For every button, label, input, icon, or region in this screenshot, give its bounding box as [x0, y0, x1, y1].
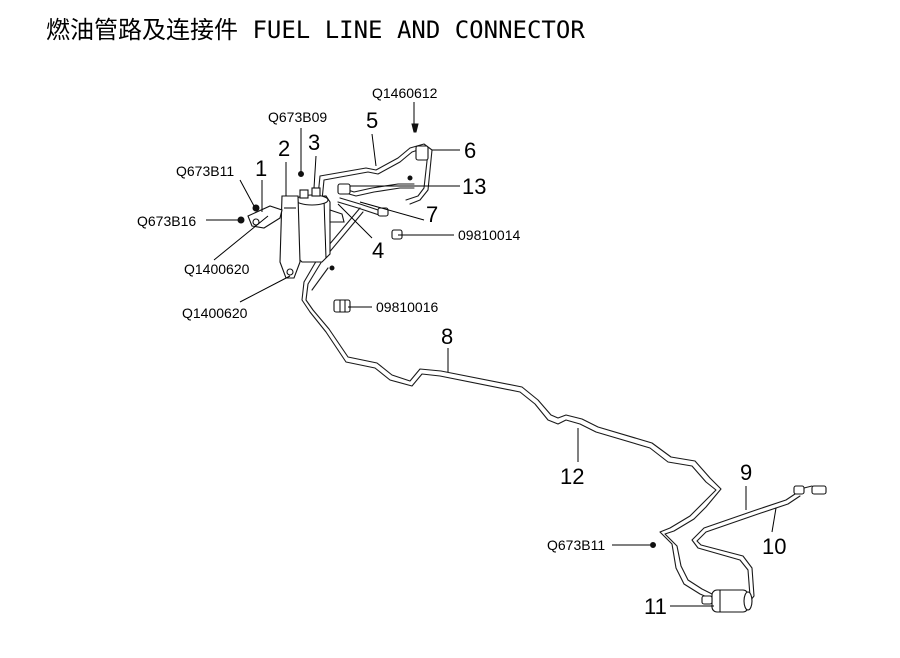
- canister-bracket: [279, 195, 301, 279]
- callout-labels: Q1460612 Q673B09 Q673B11 Q673B16 Q140062…: [137, 85, 786, 619]
- label-q673b11-top: Q673B11: [176, 163, 234, 179]
- callout-5: 5: [366, 108, 378, 133]
- vapor-line-13: [337, 183, 415, 197]
- screw: [411, 123, 419, 133]
- clip-1: [247, 205, 283, 229]
- vapor-line-clip: [415, 145, 429, 161]
- label-q673b09: Q673B09: [268, 109, 327, 125]
- label-q1460612: Q1460612: [372, 85, 438, 101]
- label-q1400620-lower: Q1400620: [182, 305, 248, 321]
- vapor-lines-5-6: [317, 143, 433, 205]
- callout-4: 4: [372, 238, 384, 263]
- label-q673b16: Q673B16: [137, 213, 196, 229]
- bolt: [298, 171, 304, 177]
- callout-3: 3: [308, 130, 320, 155]
- bolt: [252, 204, 260, 212]
- hose-connector: [337, 183, 351, 195]
- callout-11: 11: [644, 594, 667, 619]
- callout-9: 9: [740, 460, 752, 485]
- label-q1400620-upper: Q1400620: [184, 261, 250, 277]
- bolt: [407, 175, 413, 181]
- tube-end-fitting: [793, 485, 805, 495]
- callout-12: 12: [560, 464, 584, 489]
- hose-7: [337, 197, 389, 217]
- callout-2: 2: [278, 136, 290, 161]
- carbon-canister: [293, 187, 345, 263]
- diagram-title: 燃油管路及连接件 FUEL LINE AND CONNECTOR: [46, 16, 585, 44]
- callout-1: 1: [255, 156, 267, 181]
- label-q673b11-bottom: Q673B11: [547, 537, 605, 553]
- callout-10: 10: [762, 534, 786, 559]
- label-09810014: 09810014: [458, 227, 521, 243]
- bolt: [329, 265, 335, 271]
- main-fuel-line: [301, 207, 722, 601]
- callout-6: 6: [464, 138, 476, 163]
- bolt: [237, 216, 245, 224]
- fuel-filter: [701, 589, 753, 613]
- label-09810016: 09810016: [376, 299, 439, 315]
- return-lines-9-10: [691, 485, 827, 607]
- bolt: [650, 542, 656, 548]
- tube-end-fitting: [811, 485, 827, 495]
- tube-clip-09810016: [333, 299, 351, 313]
- callout-8: 8: [441, 324, 453, 349]
- callout-7: 7: [426, 202, 438, 227]
- leader-lines: [206, 102, 777, 607]
- callout-13: 13: [462, 174, 486, 199]
